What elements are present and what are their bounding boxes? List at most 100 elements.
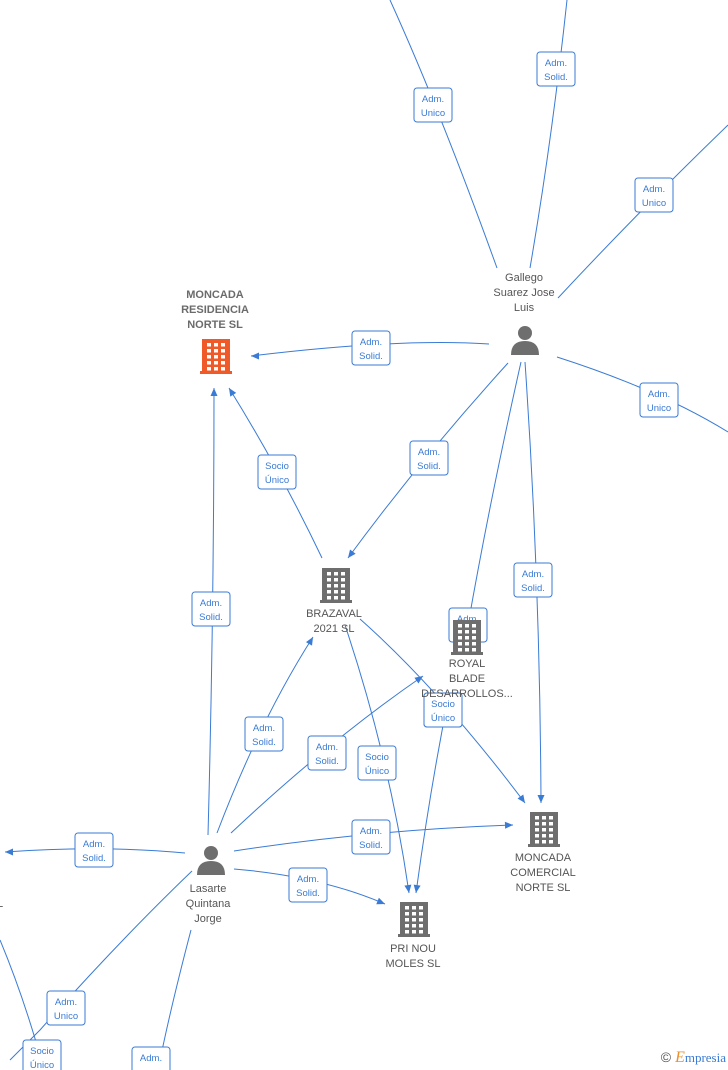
relation-type-line: Solid. [544,72,568,83]
relation-label-box [131,1046,171,1070]
building-window [405,912,409,916]
relation-type-line: Solid. [296,888,320,899]
empresia-brand: ©Empresia [661,1049,726,1067]
relation-role-line: Adm. [422,94,444,105]
building-window [419,906,423,910]
building-window [542,834,546,838]
building-base [451,652,483,655]
node-royal-blade[interactable]: ROYALBLADEDESARROLLOS... [421,620,513,700]
building-base [528,844,560,847]
building-window [472,636,476,640]
building-window [334,584,338,588]
copyright-icon: © [660,1049,672,1065]
node-label-line: BRAZAVAL [306,608,362,620]
relation-label-box [307,735,347,771]
relation-label[interactable]: Adm. Solid. [288,867,328,903]
building-window [207,349,211,353]
building-window [341,590,345,594]
building-base [200,371,232,374]
building-base [320,600,352,603]
node-label-line: NORTE SL [187,319,243,331]
relation-label[interactable]: Adm.Unico [634,177,674,213]
relation-type-line: Solid. [82,853,106,864]
relation-role-line: Adm. [457,614,479,625]
relation-role-line: Adm. [418,447,440,458]
relation-label[interactable]: Adm.Solid. [513,562,553,598]
building-window [412,930,416,934]
building-window [341,578,345,582]
building-window [327,572,331,576]
relation-label-box [409,440,449,476]
building-window [341,584,345,588]
building-window [472,648,476,652]
node-label-line: COMERCIAL [510,867,575,879]
building-window [535,816,539,820]
building-window [419,918,423,922]
node-label-line: Lasarte [190,883,227,895]
relation-role-line: Adm. [83,839,105,850]
relation-type-line: Solid. [521,583,545,594]
building-window [549,834,553,838]
building-window [327,590,331,594]
relation-label[interactable]: Adm.Unico [413,87,453,123]
node-label-line: 2021 SL [314,623,355,635]
relation-label[interactable]: Adm.Solid. [409,440,449,476]
relation-line [9,870,193,1061]
node-left-edge-node[interactable]: L [0,898,3,910]
brand-name: mpresia [684,1050,726,1065]
relation-role-line: Adm. [360,337,382,348]
relation-label-box [351,819,391,855]
relation-label[interactable]: Adm. Solid. [74,832,114,868]
relation-label[interactable]: Adm. [131,1046,171,1070]
relation-label-box [244,716,284,752]
relation-label[interactable]: Adm.Solid. [307,735,347,771]
relation-label[interactable]: Adm. Unico [46,990,86,1026]
arrow-head-icon [229,388,237,397]
node-label-line: L [0,898,3,910]
building-window [458,648,462,652]
building-window [419,912,423,916]
building-window [214,361,218,365]
arrow-head-icon [376,897,385,905]
arrow-head-icon [504,821,513,829]
arrow-head-icon [404,884,412,893]
building-window [327,596,331,600]
relation-label[interactable]: Adm. Solid. [191,591,231,627]
node-label-line: Jorge [194,913,222,925]
arrow-head-icon [251,352,259,360]
node-label-line: NORTE SL [516,882,571,894]
relation-type-line: Unico [54,1011,78,1022]
relation-role-line: Adm. [200,598,222,609]
node-label-line: RESIDENCIA [181,304,249,316]
relation-role-line: Adm. [55,997,77,1008]
building-base [398,934,430,937]
relation-label[interactable]: Adm.Solid. [244,716,284,752]
relation-label[interactable]: Adm.Solid. [536,51,576,87]
relation-label[interactable]: Adm.Solid. [351,330,391,366]
building-window [465,630,469,634]
relation-role-line: Socio [365,752,389,763]
relation-type-line: Solid. [199,612,223,623]
node-brazaval[interactable]: BRAZAVAL 2021 SL [306,568,362,635]
relation-role-line: Adm. [297,874,319,885]
arrow-head-icon [414,676,423,684]
node-label-line: ROYAL [449,658,485,670]
relation-label[interactable]: Adm.Solid. [351,819,391,855]
company-building-icon [451,620,483,655]
building-window [412,918,416,922]
node-label-line: BLADE [449,673,485,685]
relation-label[interactable]: Adm.Unico [639,382,679,418]
relation-label-box [22,1039,62,1070]
relation-role-line: Adm. [140,1053,162,1064]
building-window [214,349,218,353]
relation-role-line: Adm. [360,826,382,837]
